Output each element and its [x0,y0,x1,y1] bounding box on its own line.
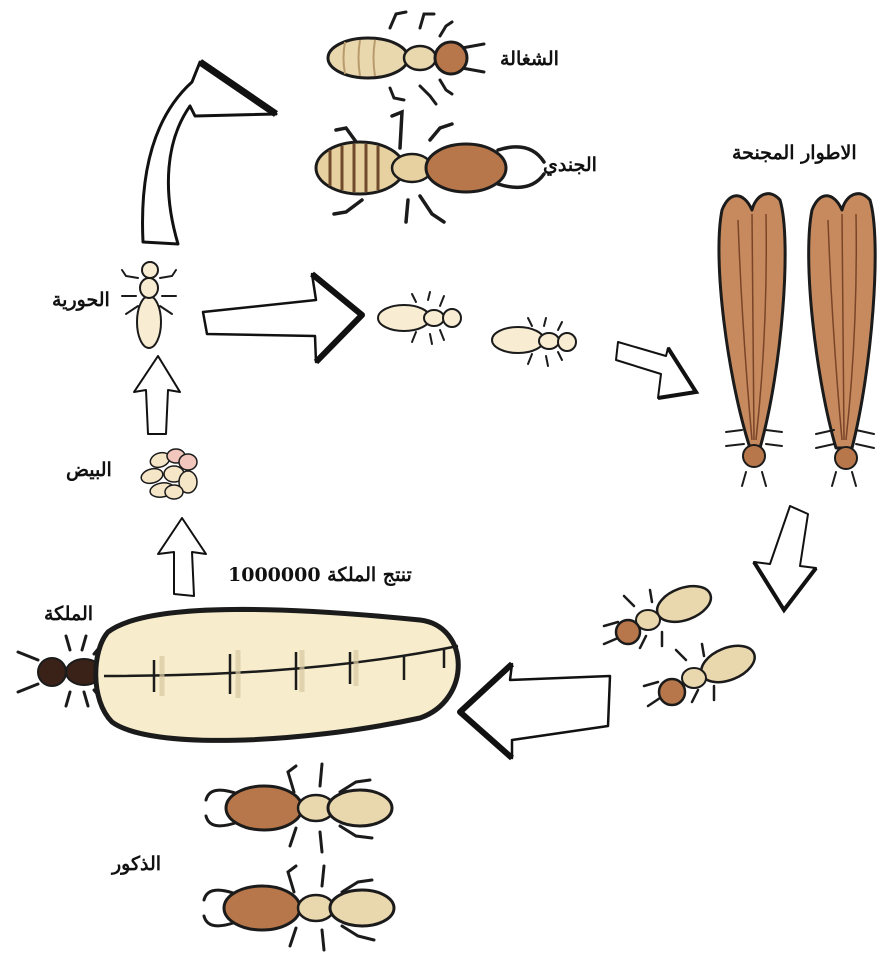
arrow-pairs-to-queen [460,664,610,758]
paired-termite-2 [644,639,760,706]
label-soldier: الجندي [543,156,597,175]
worker-termite [328,12,484,104]
egg-cluster [140,449,197,499]
young-termite-2 [492,318,576,366]
nymph [122,262,176,348]
soldier-termite [316,112,544,222]
young-termite-1 [378,292,461,344]
label-queen: الملكة [44,605,93,624]
male-termite-2 [204,866,394,950]
arrow-queen-to-eggs [158,518,206,596]
male-termite-1 [206,764,392,852]
label-nymph: الحورية [52,291,110,310]
label-eggs: البيض [66,461,112,480]
queen-termite [18,609,458,740]
arrow-nymph-to-young [203,274,362,362]
arrow-eggs-to-nymph [134,356,180,434]
paired-termite-1 [604,579,716,648]
arrow-winged-to-pairs [754,506,816,610]
label-winged: الاطوار المجنحة [732,144,857,163]
arrow-to-castes [143,62,276,244]
label-queen-output: تنتج الملكة 1000000 [228,566,412,585]
label-males: الذكور [112,855,161,874]
label-worker: الشغالة [500,50,559,69]
winged-termite-2 [809,194,875,486]
arrow-to-winged [616,342,696,398]
winged-termite-1 [719,194,785,486]
